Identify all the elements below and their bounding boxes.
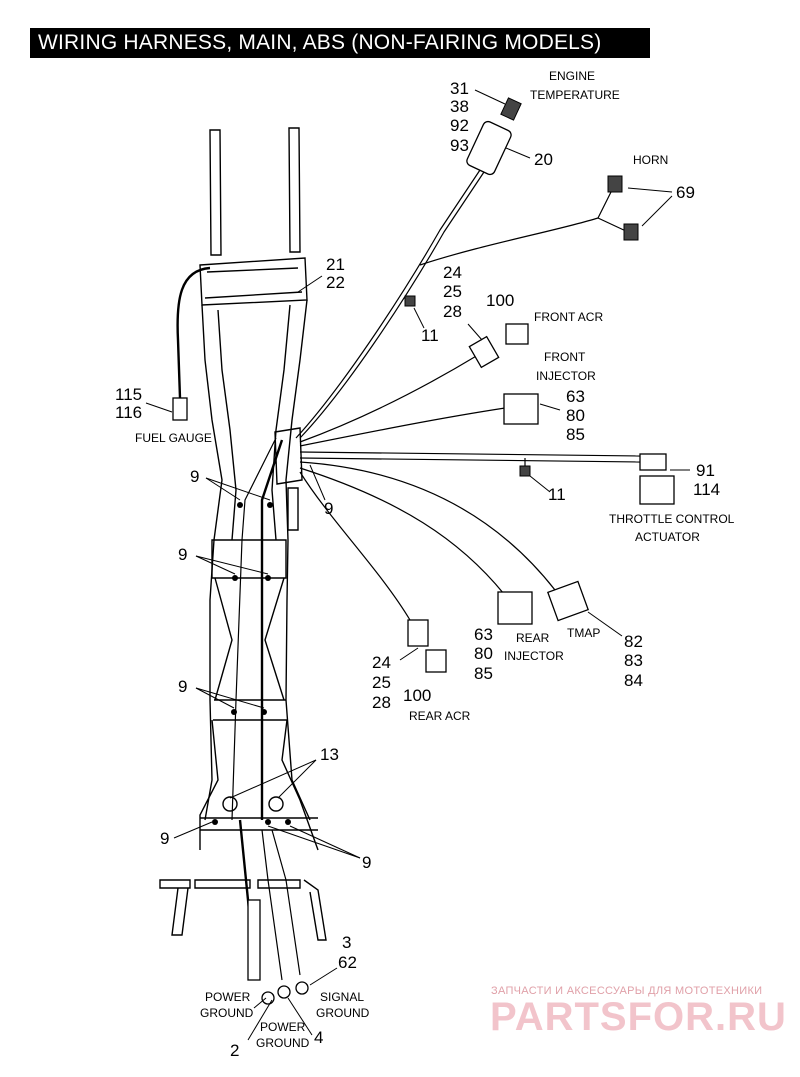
front-acr-connector-icon (468, 335, 500, 369)
engine-temp-label-1: ENGINE (549, 69, 595, 83)
callout-22: 22 (326, 273, 345, 292)
callout-28-rear: 28 (372, 693, 391, 712)
power-ground-left-label-1: POWER (205, 990, 251, 1004)
power-ground-sleeve-icon (247, 899, 261, 981)
front-injector-connector-icon (503, 393, 539, 425)
callout-82: 82 (624, 632, 643, 651)
callout-80-rear: 80 (474, 644, 493, 663)
front-acr-plug-icon (505, 323, 529, 345)
callout-20: 20 (534, 150, 553, 169)
callout-13: 13 (320, 745, 339, 764)
callout-80-top: 80 (566, 406, 585, 425)
callout-9-c: 9 (178, 545, 187, 564)
callout-9-f: 9 (362, 853, 371, 872)
callout-21: 21 (326, 255, 345, 274)
callout-38: 38 (450, 97, 469, 116)
power-ground-terminal-mid-icon (277, 985, 291, 999)
callout-31: 31 (450, 79, 469, 98)
callout-63-top: 63 (566, 387, 585, 406)
callout-100-top: 100 (486, 291, 514, 310)
callout-115: 115 (115, 385, 142, 404)
power-ground-terminal-left-icon (261, 991, 275, 1005)
watermark: ЗАПЧАСТИ И АКСЕССУАРЫ ДЛЯ МОТОТЕХНИКИ PA… (490, 985, 787, 1039)
throttle-actuator-icon (639, 475, 675, 505)
callout-93: 93 (450, 136, 469, 155)
callout-9-b: 9 (324, 499, 333, 518)
engine-temp-connector-icon (500, 97, 522, 121)
callout-24-top: 24 (443, 263, 462, 282)
power-ground-mid-label-2: GROUND (256, 1036, 310, 1050)
signal-ground-terminal-icon (295, 981, 309, 995)
horn-connector-1-icon (607, 175, 623, 193)
callout-28-top: 28 (443, 302, 462, 321)
callout-83: 83 (624, 651, 643, 670)
callout-116: 116 (115, 403, 142, 422)
power-ground-mid-label-1: POWER (260, 1020, 306, 1034)
power-ground-left-label-2: GROUND (200, 1006, 254, 1020)
callout-3: 3 (342, 933, 351, 952)
throttle-connector-icon (639, 453, 667, 471)
callout-85-rear: 85 (474, 664, 493, 683)
front-acr-label: FRONT ACR (534, 310, 603, 324)
fuel-gauge-connector-icon (172, 397, 188, 421)
callout-114: 114 (693, 480, 720, 499)
rear-acr-plug-icon (425, 649, 447, 673)
harness-clip-middle-icon (519, 465, 531, 477)
callout-25-top: 25 (443, 282, 462, 301)
watermark-tagline: ЗАПЧАСТИ И АКСЕССУАРЫ ДЛЯ МОТОТЕХНИКИ (491, 985, 762, 997)
callout-4: 4 (314, 1028, 323, 1047)
callout-24-rear: 24 (372, 653, 391, 672)
rear-injector-label-1: REAR (516, 631, 550, 645)
throttle-label-1: THROTTLE CONTROL (609, 512, 735, 526)
tmap-label: TMAP (567, 626, 600, 640)
watermark-brand: PARTSFOR.RU (490, 995, 787, 1039)
page-title: WIRING HARNESS, MAIN, ABS (NON-FAIRING M… (30, 28, 650, 58)
signal-ground-label-1: SIGNAL (320, 990, 364, 1004)
leader-lines (145, 89, 690, 1041)
callout-62: 62 (338, 953, 357, 972)
tmap-connector-icon (547, 580, 589, 622)
horn-connector-2-icon (623, 223, 639, 241)
rear-acr-label: REAR ACR (409, 709, 471, 723)
callout-84: 84 (624, 671, 643, 690)
callout-92: 92 (450, 116, 469, 135)
front-injector-label-2: INJECTOR (536, 369, 596, 383)
rear-injector-connector-icon (497, 591, 533, 625)
fuel-gauge-wire (172, 266, 211, 421)
callout-100-rear: 100 (403, 686, 431, 705)
callout-9-e: 9 (160, 829, 169, 848)
engine-temp-sensor-boot-icon (466, 120, 512, 176)
callout-25-rear: 25 (372, 673, 391, 692)
callout-11-top: 11 (421, 326, 439, 345)
callout-11-mid: 11 (548, 485, 566, 504)
front-injector-label-1: FRONT (544, 350, 586, 364)
cable-straps (212, 502, 291, 825)
harness-clip-top-icon (404, 295, 416, 307)
engine-temp-label-2: TEMPERATURE (530, 88, 620, 102)
throttle-label-2: ACTUATOR (635, 530, 700, 544)
callout-9-a: 9 (190, 467, 199, 486)
callout-9-d: 9 (178, 677, 187, 696)
callout-85-top: 85 (566, 425, 585, 444)
rear-injector-label-2: INJECTOR (504, 649, 564, 663)
callout-91: 91 (696, 461, 715, 480)
callout-texts: 31 38 92 93 ENGINE TEMPERATURE 20 HORN 6… (115, 69, 735, 1060)
fuel-gauge-label: FUEL GAUGE (135, 431, 212, 445)
callout-63-rear: 63 (474, 625, 493, 644)
callout-2: 2 (230, 1041, 239, 1060)
signal-ground-label-2: GROUND (316, 1006, 370, 1020)
callout-69: 69 (676, 183, 695, 202)
horn-label: HORN (633, 153, 668, 167)
rear-acr-connector-icon (407, 619, 429, 647)
harness-branches (231, 97, 675, 1005)
